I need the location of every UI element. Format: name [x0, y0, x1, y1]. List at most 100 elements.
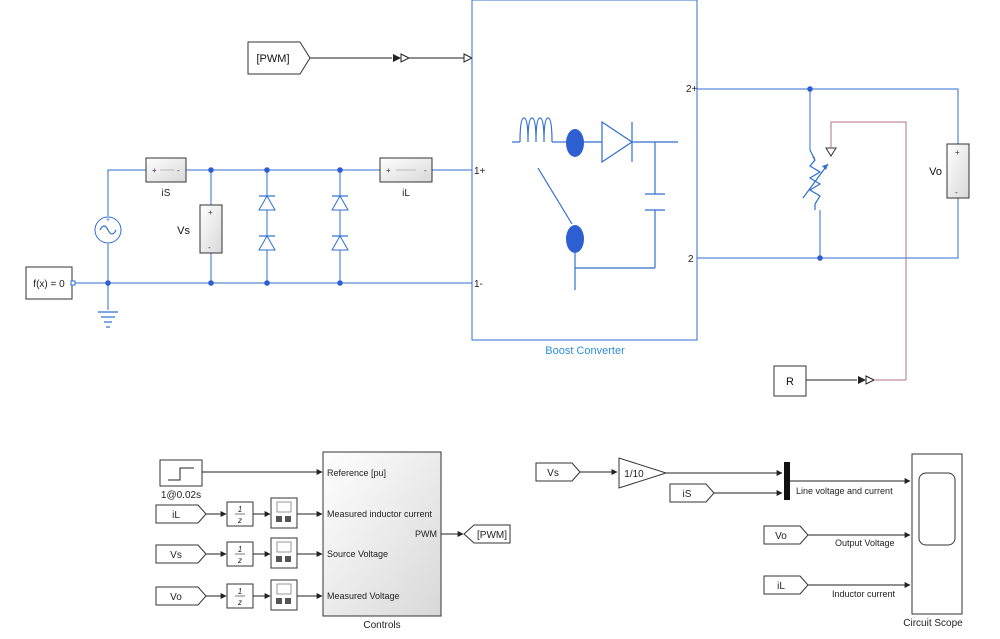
svg-text:-: - — [424, 166, 427, 175]
svg-text:iL: iL — [172, 510, 180, 521]
solver-configuration-block[interactable]: f(x) = 0 — [25, 266, 73, 300]
circuit-scope-block[interactable]: Circuit Scope — [903, 453, 963, 629]
inductor-icon — [519, 117, 553, 143]
variable-resistor[interactable]: + — [802, 147, 837, 210]
boost-converter-subsystem[interactable]: Boost Converter — [471, 0, 698, 357]
from-il-block[interactable]: iL — [155, 504, 207, 524]
scope-screen-icon — [918, 472, 956, 546]
rate-transition-il[interactable] — [270, 497, 298, 529]
port-reference-label: Reference [pu] — [327, 468, 386, 478]
svg-text:+: + — [208, 208, 213, 217]
bridge-rectifier[interactable] — [258, 194, 349, 251]
current-sensor-il-label: iL — [402, 188, 410, 199]
unit-delay-vo[interactable]: 1 z — [226, 583, 254, 609]
mux-block[interactable] — [784, 462, 790, 500]
source-top-wire — [107, 169, 146, 216]
svg-text:[PWM]: [PWM] — [477, 530, 507, 541]
port-source-voltage-label: Source Voltage — [327, 549, 388, 559]
port-1minus-label: 1- — [474, 279, 483, 290]
inductor-current-label: Inductor current — [832, 589, 896, 599]
gain-block[interactable]: 1/10 — [618, 457, 668, 489]
port-pwm-label: PWM — [415, 529, 437, 539]
diode-d2-icon — [258, 234, 276, 251]
voltage-sensor-vo[interactable]: + - Vo — [929, 143, 970, 199]
svg-text:f(x) = 0: f(x) = 0 — [33, 279, 65, 290]
port-measured-voltage-label: Measured Voltage — [327, 591, 400, 601]
output-top-wire — [697, 88, 959, 144]
r-arrow-icon — [858, 376, 866, 384]
port-2minus-label: 2 — [688, 254, 694, 265]
diode-icon — [601, 120, 634, 164]
current-sensor-is-label: iS — [162, 188, 171, 199]
svg-text:+: + — [955, 148, 960, 157]
ground-icon — [98, 311, 118, 328]
switch-node-top-icon — [566, 129, 584, 157]
svg-text:+: + — [386, 166, 391, 175]
rate-transition-vo[interactable] — [270, 579, 298, 611]
svg-text:Vs: Vs — [547, 468, 559, 479]
output-voltage-label: Output Voltage — [835, 538, 895, 548]
from-il-scope[interactable]: iL — [763, 575, 809, 595]
unit-delay-vs[interactable]: 1 z — [226, 541, 254, 567]
from-vo-block[interactable]: Vo — [155, 586, 207, 606]
svg-text:z: z — [237, 516, 242, 525]
port-1plus-label: 1+ — [474, 166, 486, 177]
unit-delay-il[interactable]: 1 z — [226, 501, 254, 527]
svg-text:z: z — [237, 598, 242, 607]
port-inductor-current-label: Measured inductor current — [327, 509, 433, 519]
pwm-from-block[interactable]: [PWM] — [247, 41, 311, 75]
from-vs-scope[interactable]: Vs — [535, 462, 581, 482]
switch-node-bottom-icon — [566, 225, 584, 253]
r-constant-block[interactable]: R — [773, 365, 807, 397]
sine-wave-icon — [99, 225, 117, 235]
svg-text:-: - — [208, 243, 211, 252]
port-2plus-label: 2+ — [686, 84, 698, 95]
r-constant-label: R — [786, 376, 794, 388]
svg-text:iS: iS — [683, 489, 692, 500]
voltage-sensor-vs-label: Vs — [177, 225, 190, 237]
resistor-input-port-icon — [825, 147, 837, 157]
svg-text:1: 1 — [238, 505, 242, 514]
diode-d3-icon — [331, 194, 349, 211]
current-sensor-is[interactable]: + - iS — [145, 157, 187, 199]
from-vo-scope[interactable]: Vo — [763, 525, 809, 545]
svg-text:+: + — [812, 156, 816, 162]
pwm-from-label: [PWM] — [257, 53, 290, 65]
controls-title: Controls — [363, 620, 400, 631]
pwm-goto-block[interactable]: [PWM] — [463, 524, 511, 544]
pwm-arrow-icon — [393, 54, 401, 62]
circuit-scope-title: Circuit Scope — [903, 618, 963, 629]
ac-voltage-source[interactable]: + — [94, 216, 122, 244]
from-vs-block[interactable]: Vs — [155, 544, 207, 564]
svg-text:-: - — [177, 166, 180, 175]
output-bottom-wire — [697, 198, 959, 259]
step-label: 1@0.02s — [161, 490, 201, 501]
svg-text:iL: iL — [777, 581, 785, 592]
svg-text:Vo: Vo — [170, 592, 182, 603]
diode-d1-icon — [258, 194, 276, 211]
step-block[interactable]: 1@0.02s — [159, 459, 203, 501]
gate-port-icon — [463, 53, 474, 63]
controls-subsystem[interactable]: Reference [pu] Measured inductor current… — [322, 451, 442, 631]
svg-text:+: + — [152, 166, 157, 175]
switch-icon — [537, 167, 573, 225]
svg-text:1: 1 — [238, 545, 242, 554]
svg-text:1: 1 — [238, 587, 242, 596]
resistance-signal-wire — [830, 121, 907, 380]
svg-text:+: + — [106, 217, 110, 224]
r-connector-icon — [865, 375, 876, 385]
mux-line-label: Line voltage and current — [796, 486, 893, 496]
voltage-sensor-vs[interactable]: + - Vs — [177, 204, 223, 254]
from-is-scope[interactable]: iS — [669, 483, 715, 503]
current-sensor-il[interactable]: + - iL — [379, 157, 433, 199]
svg-text:Vs: Vs — [170, 550, 182, 561]
svg-text:1/10: 1/10 — [624, 469, 644, 480]
svg-text:z: z — [237, 556, 242, 565]
svg-text:-: - — [955, 188, 958, 197]
rate-transition-vs[interactable] — [270, 537, 298, 569]
svg-text:Vo: Vo — [775, 531, 787, 542]
diode-d4-icon — [331, 234, 349, 251]
voltage-sensor-vo-label: Vo — [929, 166, 942, 178]
pwm-connector-icon — [400, 53, 411, 63]
